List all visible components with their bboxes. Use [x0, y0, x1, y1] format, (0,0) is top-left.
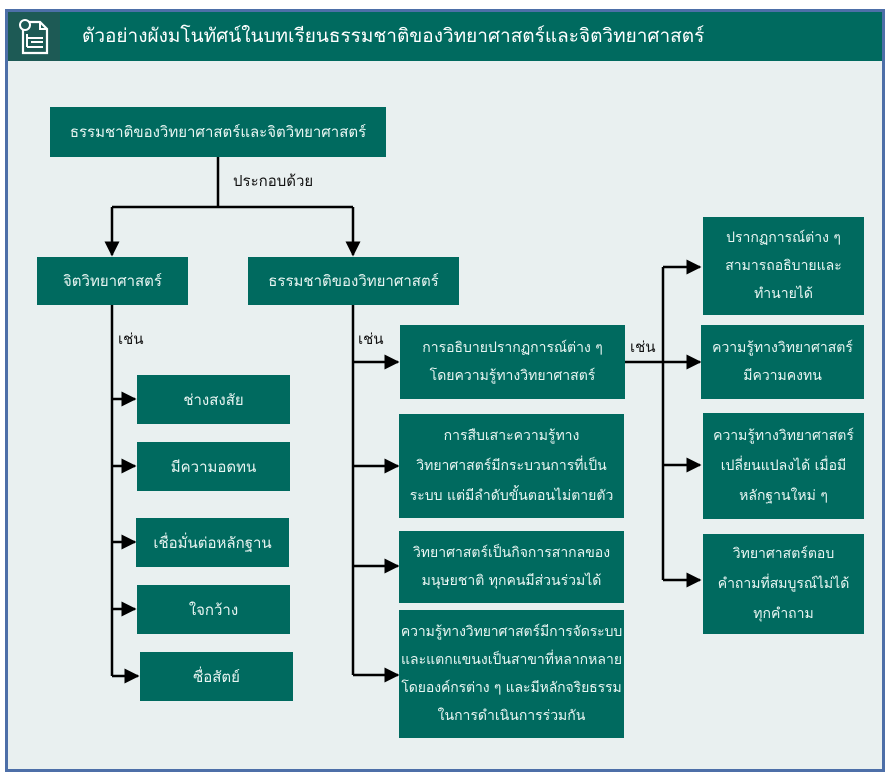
sub-item-node: ปรากฏการณ์ต่าง ๆ สามารถอธิบายและ ทำนายได… — [703, 217, 864, 315]
sub-item-line: ความรู้ทางวิทยาศาสตร์ — [712, 340, 853, 356]
document-list-icon — [19, 18, 49, 54]
sub-link-label: เช่น — [630, 338, 656, 356]
root-node: ธรรมชาติของวิทยาศาสตร์และจิตวิทยาศาสตร์ — [50, 107, 386, 157]
left-branch-label: จิตวิทยาศาสตร์ — [63, 272, 162, 290]
right-item-line: ในการดำเนินการร่วมกัน — [437, 708, 586, 724]
right-item-line: วิทยาศาสตร์มีกระบวนการที่เป็น — [416, 458, 607, 474]
left-item-label: ใจกว้าง — [188, 600, 239, 619]
right-item-line: ความรู้ทางวิทยาศาสตร์มีการจัดระบบ — [400, 624, 623, 640]
sub-item-line: ความรู้ทางวิทยาศาสตร์ — [713, 428, 854, 444]
right-item-node: การอธิบายปรากฏการณ์ต่าง ๆ โดยความรู้ทางว… — [400, 325, 625, 399]
left-item-node: มีความอดทน — [137, 442, 290, 491]
right-item-line: การอธิบายปรากฏการณ์ต่าง ๆ — [422, 340, 603, 356]
root-node-label: ธรรมชาติของวิทยาศาสตร์และจิตวิทยาศาสตร์ — [69, 123, 367, 141]
sub-item-line: ทำนายได้ — [754, 286, 813, 302]
right-item-node: วิทยาศาสตร์เป็นกิจการสากลของ มนุษยชาติ ท… — [399, 531, 624, 603]
left-item-label: มีความอดทน — [170, 457, 257, 476]
sub-item-line: คำถามที่สมบูรณ์ไม่ได้ — [717, 576, 850, 592]
left-item-node: เชื่อมั่นต่อหลักฐาน — [136, 518, 289, 567]
sub-item-line: สามารถอธิบายและ — [725, 258, 842, 274]
right-item-node: การสืบเสาะความรู้ทาง วิทยาศาสตร์มีกระบวน… — [399, 414, 624, 518]
left-item-node: ใจกว้าง — [137, 585, 290, 634]
sub-item-line: ปรากฏการณ์ต่าง ๆ — [726, 230, 841, 246]
right-item-line: มนุษยชาติ ทุกคนมีส่วนร่วมได้ — [421, 573, 602, 589]
left-item-label: ซื่อสัตย์ — [193, 667, 240, 686]
left-branch-node: จิตวิทยาศาสตร์ — [37, 257, 188, 305]
page-title: ตัวอย่างผังมโนทัศน์ในบทเรียนธรรมชาติของว… — [82, 25, 705, 47]
sub-item-node: ความรู้ทางวิทยาศาสตร์ เปลี่ยนแปลงได้ เมื… — [703, 413, 864, 519]
right-item-line: วิทยาศาสตร์เป็นกิจการสากลของ — [412, 545, 611, 561]
left-link-label: เช่น — [118, 330, 144, 348]
right-item-node: ความรู้ทางวิทยาศาสตร์มีการจัดระบบ และแตก… — [399, 610, 624, 738]
right-item-line: และแตกแขนงเป็นสาขาที่หลากหลาย — [400, 652, 623, 668]
right-branch-node: ธรรมชาติของวิทยาศาสตร์ — [248, 257, 459, 305]
sub-item-line: ทุกคำถาม — [753, 606, 814, 622]
header-bar — [8, 12, 882, 61]
right-item-line: ระบบ แต่มีลำดับขั้นตอนไม่ตายตัว — [409, 488, 614, 504]
left-item-label: ช่างสงสัย — [183, 390, 244, 409]
sub-item-node: วิทยาศาสตร์ตอบ คำถามที่สมบูรณ์ไม่ได้ ทุก… — [703, 534, 864, 634]
left-item-label: เชื่อมั่นต่อหลักฐาน — [153, 533, 272, 552]
right-item-line: โดยองค์กรต่าง ๆ และมีหลักจริยธรรม — [401, 680, 622, 696]
sub-item-node: ความรู้ทางวิทยาศาสตร์ มีความคงทน — [701, 325, 864, 399]
right-item-line: การสืบเสาะความรู้ทาง — [443, 428, 580, 444]
sub-item-line: หลักฐานใหม่ ๆ — [739, 488, 828, 504]
header-icon-box — [8, 12, 60, 61]
sub-item-line: เปลี่ยนแปลงได้ เมื่อมี — [720, 458, 847, 474]
sub-item-line: วิทยาศาสตร์ตอบ — [732, 546, 835, 562]
root-link-label: ประกอบด้วย — [233, 172, 314, 190]
sub-item-line: มีความคงทน — [743, 368, 822, 384]
right-item-line: โดยความรู้ทางวิทยาศาสตร์ — [429, 368, 596, 384]
left-item-node: ซื่อสัตย์ — [140, 652, 293, 701]
right-branch-label: ธรรมชาติของวิทยาศาสตร์ — [268, 272, 439, 290]
left-item-node: ช่างสงสัย — [137, 375, 290, 424]
right-link-label: เช่น — [358, 330, 384, 348]
